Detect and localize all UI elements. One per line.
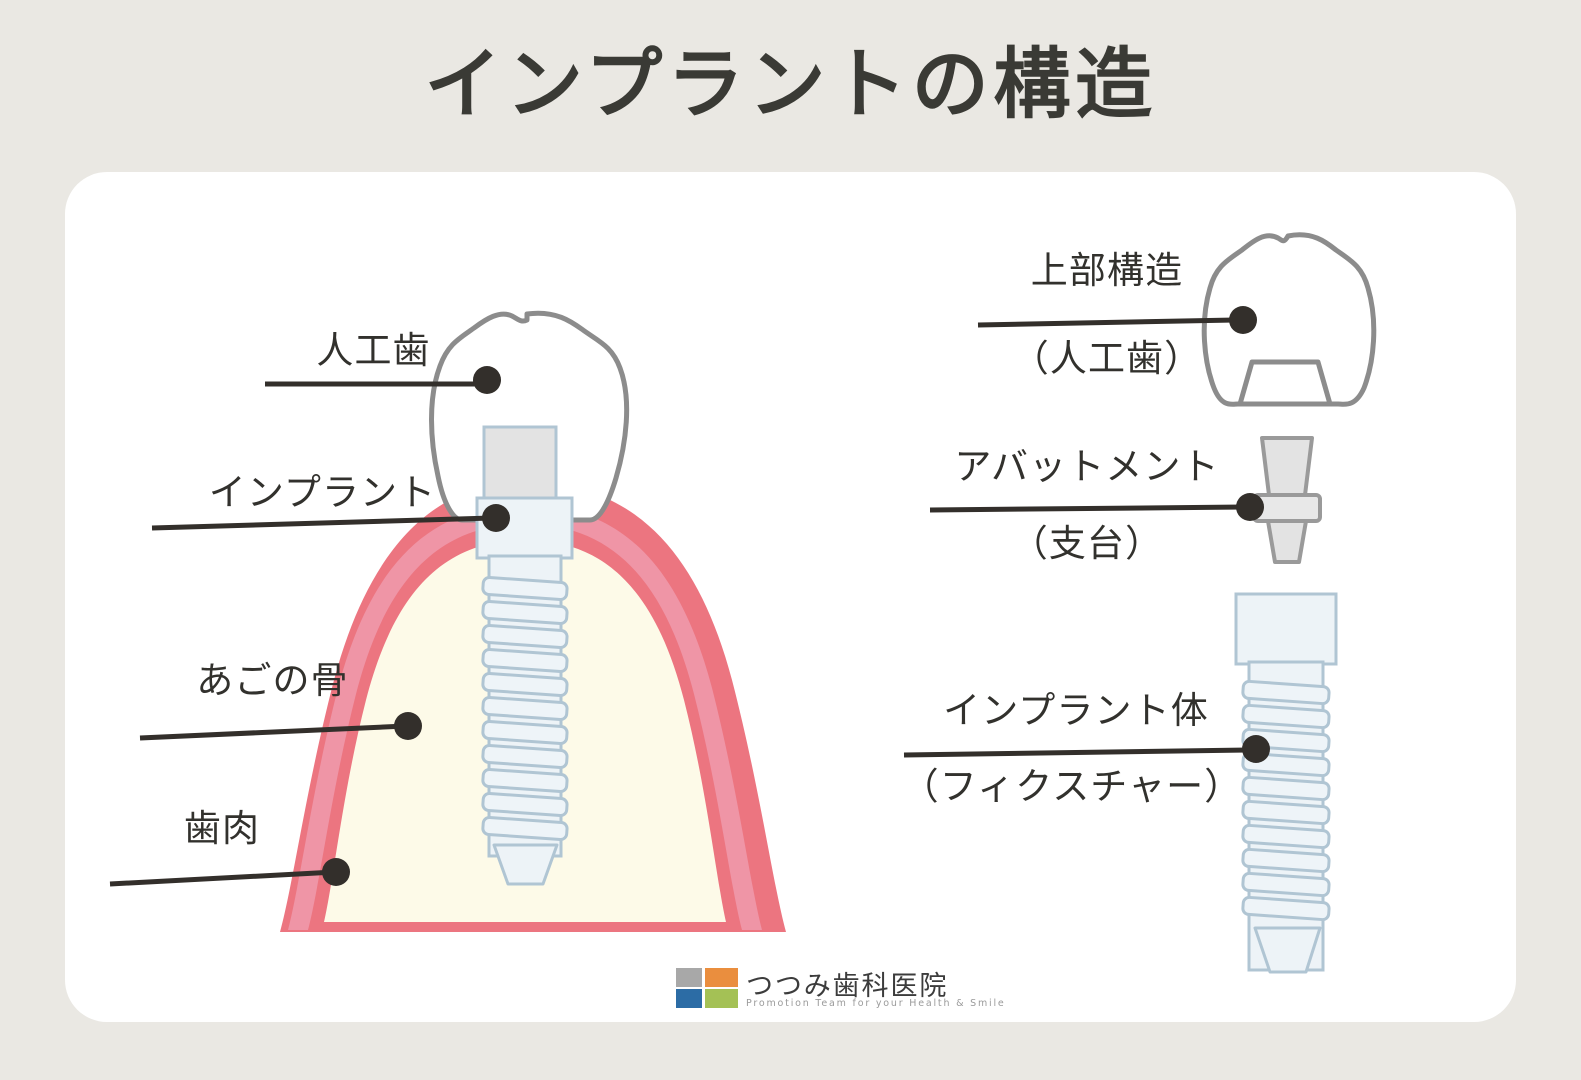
label-fixture-line1: インプラント体 [943, 689, 1209, 732]
label-superstructure-line1: 上部構造 [1030, 249, 1184, 292]
label-superstructure-line2: （人工歯） [1011, 337, 1203, 380]
logo-brand-name: つつみ歯科医院 [746, 971, 949, 1002]
logo-swatch-green-icon [705, 989, 738, 1008]
logo-swatches [676, 968, 738, 1008]
logo-swatch-gray-icon [676, 968, 702, 987]
logo-tagline: Promotion Team for your Health & Smile [746, 998, 1006, 1009]
label-implant: インプラント [208, 471, 437, 514]
label-abutment-line2: （支台） [1010, 522, 1164, 565]
label-fixture-line2: （フィクスチャー） [901, 765, 1243, 808]
content-card [65, 172, 1516, 1022]
page-title: インプラントの構造 [424, 41, 1157, 130]
label-abutment-line1: アバットメント [954, 445, 1220, 488]
label-gum: 歯肉 [183, 807, 261, 850]
logo-swatch-orange-icon [705, 968, 738, 987]
logo-swatch-blue-icon [676, 989, 702, 1008]
label-artificial-tooth: 人工歯 [316, 329, 431, 372]
label-jaw-bone: あごの骨 [196, 659, 349, 702]
clinic-logo: つつみ歯科医院 Promotion Team for your Health &… [676, 962, 1004, 1014]
